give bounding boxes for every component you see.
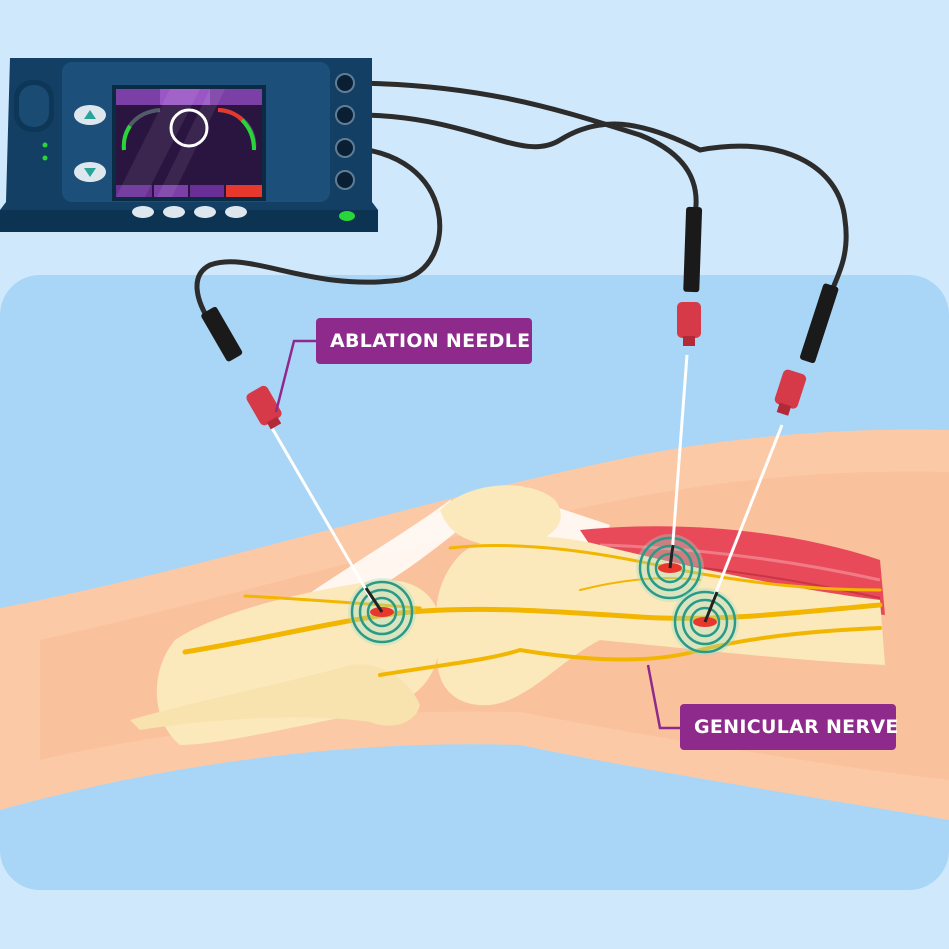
power-button-face: [19, 85, 49, 127]
up-arrow-glyph: [84, 110, 96, 119]
cable-2: [342, 80, 699, 218]
target-ring: [673, 590, 737, 654]
gauge-right-level-red: [217, 108, 244, 122]
needle-shaft-3: [711, 424, 784, 601]
screen-display: [116, 89, 262, 197]
gauge-ring: [169, 108, 209, 148]
screen-bottom-segment-2: [154, 185, 188, 197]
nerve-upper: [243, 594, 422, 610]
handle-cap: [776, 402, 792, 416]
screen-bottom-alert: [226, 185, 262, 197]
power-button-icon[interactable]: [14, 80, 54, 132]
needle-tip-3: [703, 591, 719, 623]
target-ring: [681, 598, 729, 646]
handle-body: [246, 385, 282, 426]
gauge-right-level-green: [240, 118, 256, 151]
down-arrow-glyph: [84, 168, 96, 177]
handle-body: [774, 369, 807, 409]
down-arrow-icon[interactable]: [74, 162, 106, 182]
ablation-needle-label: ABLATION NEEDLE: [316, 318, 532, 364]
fibula: [130, 664, 420, 730]
up-arrow-icon[interactable]: [74, 105, 106, 125]
nerve-lower: [378, 626, 882, 677]
cable-1: [194, 145, 443, 328]
patella: [440, 485, 561, 546]
target-ring: [358, 588, 406, 636]
needle-handle-1: [201, 306, 282, 430]
target-ring: [366, 596, 398, 628]
screen-glare: [116, 89, 200, 197]
target-ring: [689, 606, 721, 638]
needle-tip-1: [364, 587, 384, 613]
gauge-left-level: [121, 124, 132, 151]
handle-grip: [799, 283, 839, 364]
menu-button-2[interactable]: [163, 206, 185, 218]
target-ring: [654, 552, 686, 584]
femur: [436, 536, 885, 706]
target-ring: [638, 536, 702, 600]
screen-top-segment: [160, 89, 210, 105]
handle-cap: [266, 416, 282, 430]
output-port-2: [335, 105, 355, 125]
target-ring: [350, 580, 414, 644]
rf-generator: [0, 58, 378, 232]
status-led-2: [42, 155, 48, 161]
ablation-needle-leader: [274, 339, 316, 413]
genicular-nerve-label: GENICULAR NERVE: [680, 704, 898, 750]
needle-handle-2: [677, 206, 703, 346]
target-ring: [646, 544, 694, 592]
handle-cap: [683, 336, 695, 346]
output-port-1: [335, 73, 355, 93]
needle-handle-3: [774, 283, 839, 416]
output-port-3: [335, 138, 355, 158]
device-base: [0, 210, 378, 232]
cable-3: [342, 112, 849, 298]
nerve-branch: [579, 577, 701, 591]
screen-bottom-segment-1: [116, 185, 152, 197]
nerve-main: [182, 602, 883, 655]
genicular-nerve-leader: [646, 664, 680, 730]
menu-button-3[interactable]: [194, 206, 216, 218]
status-led: [42, 142, 48, 148]
handle-body: [677, 302, 701, 338]
needle-shaft-1: [270, 427, 374, 601]
cables: [194, 80, 849, 328]
dial-gauge-icon: [169, 108, 209, 148]
muscle-fiber: [599, 543, 881, 582]
screen-glare-2: [157, 89, 225, 197]
output-port-4: [335, 170, 355, 190]
power-indicator-led: [339, 211, 355, 221]
menu-button-4[interactable]: [225, 206, 247, 218]
screen-bottom-segment-3: [190, 185, 224, 197]
needle-tip-2: [668, 544, 675, 569]
menu-button-1[interactable]: [132, 206, 154, 218]
handle-grip: [201, 306, 243, 362]
device-screen: [112, 85, 266, 201]
needle-shaft-2: [670, 354, 689, 556]
handle-grip: [683, 206, 703, 293]
